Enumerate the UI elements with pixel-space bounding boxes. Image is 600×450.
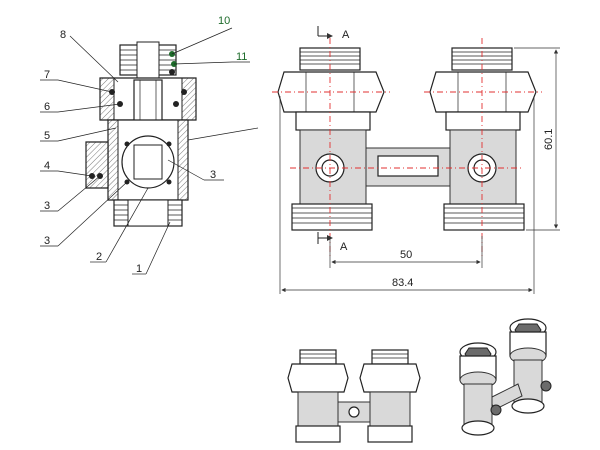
callout-1: 1 (136, 263, 142, 275)
small-front-view (287, 349, 421, 443)
callout-10: 10 (218, 15, 230, 27)
front-right-valve (429, 47, 537, 231)
section-marker-bottom: A (340, 241, 348, 253)
callout-9: 8 (60, 29, 66, 41)
callout-4: 3 (44, 200, 50, 212)
dimension-centers: 50 (400, 249, 412, 261)
callout-7: 6 (44, 101, 50, 113)
callout-2: 2 (96, 251, 102, 263)
callout-5: 4 (44, 160, 50, 172)
dimension-overall-height: 60.1 (543, 129, 555, 150)
callout-3-right: 3 (210, 169, 216, 181)
dimension-overall-width: 83.4 (392, 277, 413, 289)
callout-6: 5 (44, 130, 50, 142)
section-view: 8 7 6 5 4 3 3 2 1 3 10 11 (40, 15, 259, 275)
isometric-view (459, 318, 552, 436)
section-marker-top: A (342, 29, 350, 41)
front-view: A A 50 83.4 60.1 (272, 26, 560, 294)
callout-3-left: 3 (44, 235, 50, 247)
front-left-valve (277, 47, 385, 231)
callout-11: 11 (236, 51, 247, 63)
callout-8: 7 (44, 69, 50, 81)
